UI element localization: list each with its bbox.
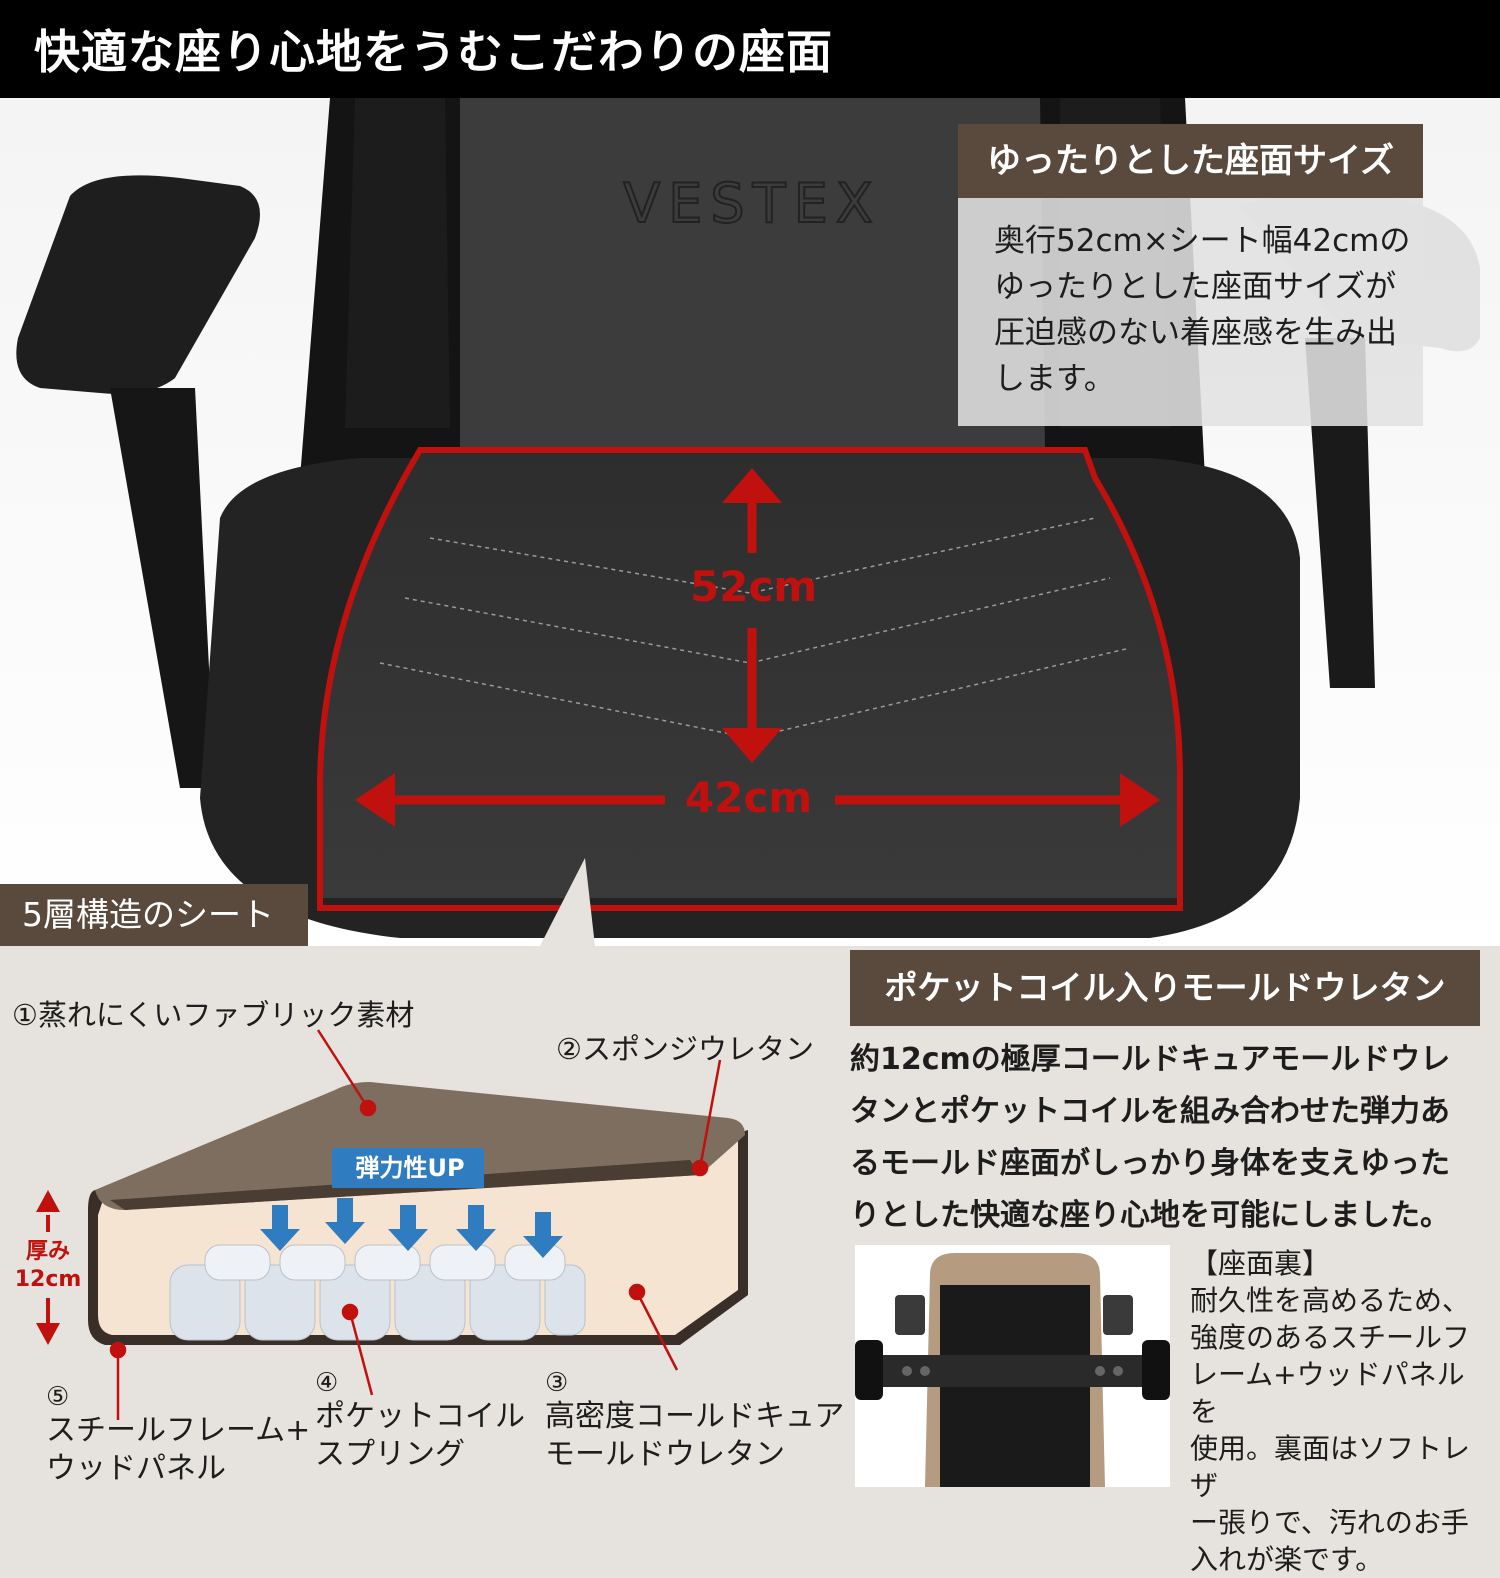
pocket-line: りとした快適な座り心地を可能にしました。 <box>850 1198 1450 1233</box>
pocket-line: るモールド座面がしっかり身体を支えゆった <box>850 1146 1450 1181</box>
thickness-label: 厚み 12cm <box>10 1238 86 1294</box>
layer5-line: ウッドパネル <box>46 1451 226 1486</box>
seat-back-line: ー張りで、汚れのお手 <box>1190 1506 1469 1539</box>
seat-back-line: 使用。裏面はソフトレザ <box>1190 1432 1471 1502</box>
seat-outline <box>317 447 1183 911</box>
header-bar: 快適な座り心地をうむこだわりの座面 <box>0 0 1500 98</box>
left-armrest <box>16 175 260 394</box>
layer1-label: ①蒸れにくいファブリック素材 <box>12 998 415 1032</box>
layer4-number: ④ <box>315 1368 339 1398</box>
size-section-title: ゆったりとした座面サイズ <box>958 124 1423 198</box>
layer3-line: 高密度コールドキュア <box>545 1399 845 1434</box>
pocket-section-title: ポケットコイル入りモールドウレタン <box>850 950 1480 1026</box>
boost-badge <box>332 1148 484 1188</box>
pocket-coils <box>169 1244 586 1341</box>
pocket-line: 約12cmの極厚コールドキュアモールドウレ <box>850 1042 1451 1077</box>
layer5-line: スチールフレーム+ <box>46 1413 311 1448</box>
left-arm-post <box>110 388 215 788</box>
layer4-label: ④ ポケットコイル スプリング <box>315 1368 525 1474</box>
seat-back-line: 入れが楽です。 <box>1190 1543 1384 1576</box>
layer3-line: モールドウレタン <box>545 1437 785 1472</box>
boost-arrows <box>260 1198 563 1258</box>
seat-back-line: 耐久性を高めるため、 <box>1190 1284 1471 1317</box>
layer3-label: ③ 高密度コールドキュア モールドウレタン <box>545 1368 844 1474</box>
depth-label: 52cm <box>690 562 818 611</box>
layer2-label: ②スポンジウレタン <box>556 1032 814 1066</box>
layer-diagram <box>36 1029 748 1420</box>
thickness-value: 12cm <box>14 1267 82 1292</box>
size-section-text: 奥行52cm×シート幅42cmの ゆったりとした座面サイズが 圧迫感のない着座感… <box>994 218 1414 402</box>
seat-back-line: 強度のあるスチールフ <box>1190 1321 1471 1354</box>
seat-structure-tag: 5層構造のシート <box>0 884 308 946</box>
layer5-label: ⑤ スチールフレーム+ ウッドパネル <box>46 1382 310 1488</box>
seat-back-photo <box>855 1245 1170 1487</box>
brand-logo: VESTEX <box>623 172 880 235</box>
layer3-number: ③ <box>545 1368 569 1398</box>
thickness-word: 厚み <box>25 1239 70 1264</box>
layer5-number: ⑤ <box>46 1382 70 1412</box>
size-line: 奥行52cm×シート幅42cmの <box>994 223 1411 259</box>
boost-label: 弾力性UP <box>355 1154 465 1182</box>
seat-back-line: レーム+ウッドパネルを <box>1190 1358 1465 1428</box>
pocket-section-text: 約12cmの極厚コールドキュアモールドウレ タンとポケットコイルを組み合わせた弾… <box>850 1034 1480 1242</box>
page-title: 快適な座り心地をうむこだわりの座面 <box>34 25 833 79</box>
size-line: 圧迫感のない着座感を生み出 <box>994 315 1397 351</box>
backrest-fabric <box>460 98 1045 448</box>
size-line: ゆったりとした座面サイズが <box>994 269 1397 305</box>
seat-back-text: 【座面裏】 耐久性を高めるため、 強度のあるスチールフ レーム+ウッドパネルを … <box>1190 1245 1490 1578</box>
layer4-line: スプリング <box>315 1437 465 1472</box>
seat-back-heading: 【座面裏】 <box>1190 1247 1331 1280</box>
layer4-line: ポケットコイル <box>315 1399 525 1434</box>
seat-back-bracket <box>870 1355 1155 1387</box>
size-line: します。 <box>994 361 1115 397</box>
size-section-panel <box>958 198 1423 426</box>
width-label: 42cm <box>685 773 813 822</box>
pocket-line: タンとポケットコイルを組み合わせた弾力あ <box>850 1094 1450 1129</box>
